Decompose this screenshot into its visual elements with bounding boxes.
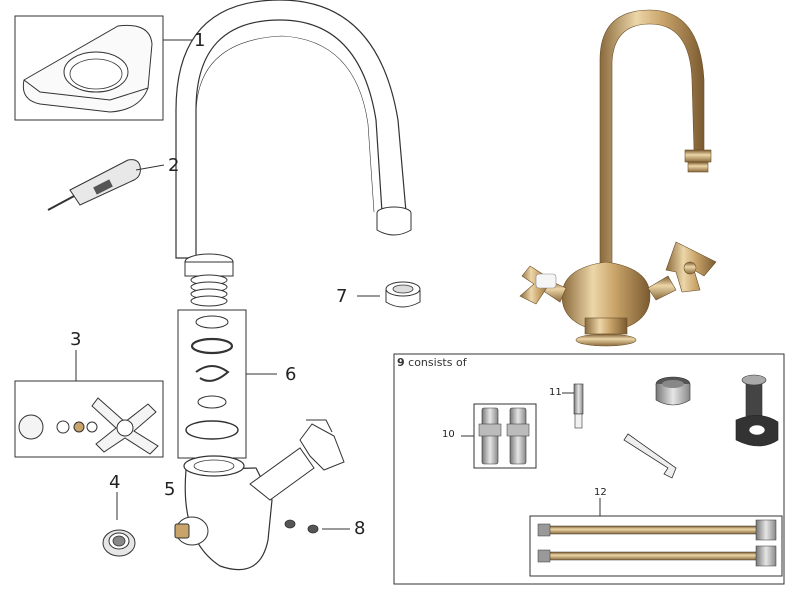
kit-9-caption: 9 consists of (397, 356, 467, 369)
fixing-stud-kit (735, 374, 779, 447)
label-part-12: 12 (594, 487, 607, 498)
label-part-7: 7 (336, 286, 348, 307)
label-part-8: 8 (354, 518, 366, 539)
part-7-aerator (357, 281, 421, 308)
label-part-5: 5 (164, 479, 176, 500)
tap-photo (519, 9, 717, 347)
label-part-2: 2 (168, 155, 180, 176)
part-8-grub-screws (284, 519, 350, 534)
kit-9-number: 9 (397, 356, 405, 369)
allen-key (623, 433, 677, 479)
label-part-3: 3 (70, 329, 82, 350)
part-12-flexible-hoses (529, 498, 783, 577)
tap-body (174, 419, 345, 571)
part-11-fitting (562, 383, 584, 429)
part-1-base-plate (14, 15, 192, 121)
spout (175, 0, 412, 307)
label-part-6: 6 (285, 364, 297, 385)
label-part-10: 10 (442, 429, 455, 440)
part-10-isolation-valves (461, 403, 537, 469)
label-part-4: 4 (109, 472, 121, 493)
label-part-1: 1 (194, 30, 206, 51)
label-part-11: 11 (549, 387, 562, 398)
part-3-handle-kit (14, 350, 164, 458)
part-2-spanner-tool (47, 159, 165, 211)
part-4-nut (102, 492, 136, 557)
kit-9-caption-text: consists of (408, 356, 467, 369)
part-6-seal-set (177, 309, 277, 459)
cartridge-cap (655, 376, 691, 406)
